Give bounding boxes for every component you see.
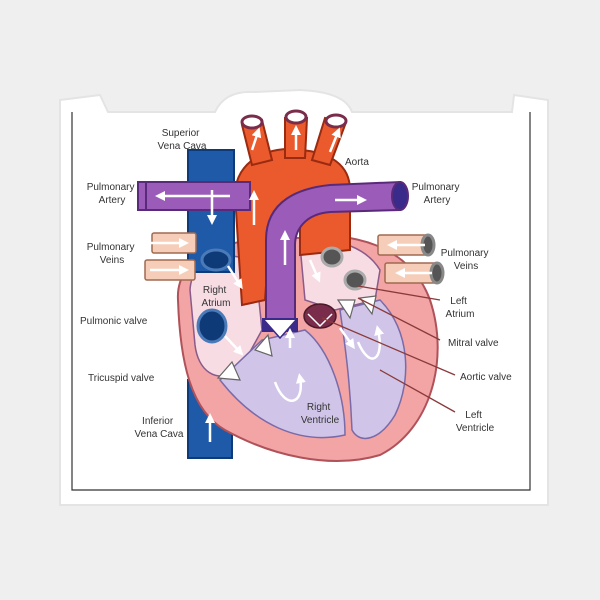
label-left-atrium-line2: Atrium [446, 309, 475, 320]
pulmonary-trunk-vessel [265, 180, 401, 331]
label-pulmonary-veins-right: Pulmonary Veins [441, 248, 492, 272]
label-leader-lines [321, 285, 456, 413]
right-ventricle-chamber [218, 329, 346, 439]
label-right-atrium-line1: Right [203, 285, 227, 296]
label-inferior-vena-cava: Inferior Vena Cava [135, 416, 184, 440]
label-pulmonary-artery-left: Pulmonary Artery [87, 182, 138, 206]
left-ventricle-chamber [339, 299, 407, 440]
label-tricuspid-valve: Tricuspid valve [88, 373, 155, 384]
pulmonary-artery-left-cap [137, 181, 147, 211]
aortic-valve-shape [303, 303, 337, 329]
label-aorta: Aorta [345, 157, 369, 168]
tricuspid-valve-shape [216, 333, 273, 381]
frame-lines [71, 112, 531, 491]
label-pulmonary-artery-right: Pulmonary Artery [412, 182, 463, 206]
aorta-branch-openings [240, 109, 348, 130]
label-pulmonary-artery-right-line2: Artery [424, 195, 451, 206]
pulmonary-veins-right-openings [420, 233, 445, 285]
label-pulmonary-veins-right-line1: Pulmonary [441, 248, 489, 259]
label-aortic-valve: Aortic valve [460, 372, 512, 383]
label-pulmonary-artery-left-line2: Artery [99, 195, 126, 206]
label-right-atrium: Right Atrium [202, 285, 231, 309]
label-inferior-vena-cava-line1: Inferior [142, 416, 174, 427]
label-left-ventricle-line2: Ventricle [456, 423, 495, 434]
label-right-ventricle-line1: Right [307, 402, 331, 413]
label-right-ventricle-line2: Ventricle [301, 415, 340, 426]
label-inferior-vena-cava-line2: Vena Cava [135, 429, 184, 440]
label-pulmonary-veins-left-line2: Veins [100, 255, 124, 266]
label-mitral-valve: Mitral valve [448, 338, 499, 349]
label-pulmonary-artery-left-line1: Pulmonary [87, 182, 135, 193]
blood-flow-arrows [150, 125, 432, 442]
label-pulmonary-artery-right-line1: Pulmonary [412, 182, 460, 193]
left-atrium-openings [320, 246, 367, 291]
label-left-ventricle-line1: Left [465, 410, 482, 421]
pulmonary-artery-right-opening [391, 181, 409, 211]
label-pulmonary-veins-left-line1: Pulmonary [87, 242, 135, 253]
label-superior-vena-cava: Superior Vena Cava [158, 128, 207, 152]
label-right-ventricle: Right Ventricle [301, 402, 340, 426]
vena-cava-openings [196, 248, 232, 344]
label-left-atrium: Left Atrium [446, 296, 475, 320]
label-pulmonic-valve: Pulmonic valve [80, 316, 148, 327]
label-superior-vena-cava-line1: Superior [162, 128, 200, 139]
label-left-ventricle: Left Ventricle [456, 410, 495, 434]
label-pulmonary-veins-right-line2: Veins [454, 261, 478, 272]
label-superior-vena-cava-line2: Vena Cava [158, 141, 207, 152]
label-right-atrium-line2: Atrium [202, 298, 231, 309]
label-left-atrium-line1: Left [450, 296, 467, 307]
label-pulmonary-veins-left: Pulmonary Veins [87, 242, 138, 266]
